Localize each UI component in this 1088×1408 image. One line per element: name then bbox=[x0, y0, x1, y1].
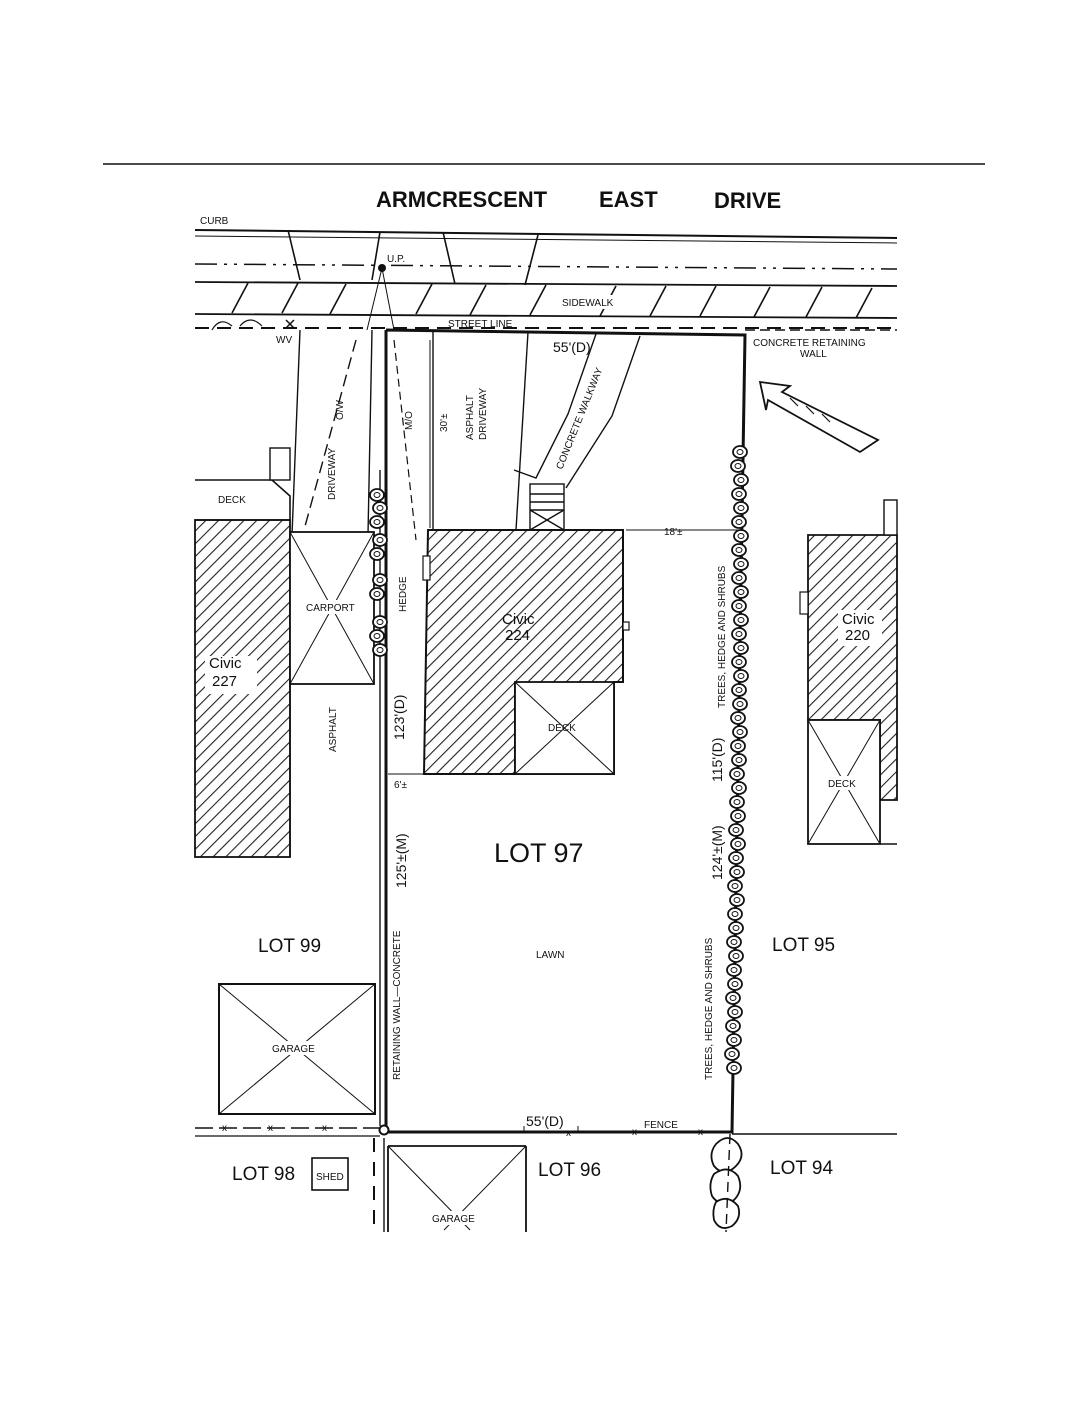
trees-hedge-shrubs-upper: TREES, HEDGE AND SHRUBS bbox=[717, 565, 728, 708]
street-name-part-1: ARMCRESCENT bbox=[376, 187, 548, 212]
sidewalk-edge-bottom bbox=[194, 313, 898, 319]
house-224-bump-left bbox=[422, 555, 431, 581]
driveway-aprons bbox=[287, 229, 539, 286]
asphalt-driveway-edges bbox=[432, 330, 529, 531]
lot-97-label: LOT 97 bbox=[494, 838, 584, 868]
rear-dimension: 55'(D) bbox=[526, 1113, 564, 1129]
utility-pole-label: U.P. bbox=[387, 254, 405, 265]
street-line-label: STREET LINE bbox=[448, 319, 513, 330]
garage-99-label-bg bbox=[268, 1041, 326, 1055]
deck-civic-227 bbox=[195, 479, 291, 521]
civic-227-label-bg bbox=[205, 656, 257, 694]
right-setback-dimension: 18'± bbox=[664, 527, 683, 538]
civic-220-word: Civic bbox=[842, 611, 875, 628]
lot-97-boundary bbox=[384, 328, 747, 1134]
fence-label: FENCE bbox=[644, 1120, 678, 1131]
civic-227-number: 227 bbox=[212, 673, 237, 690]
north-arrow-icon bbox=[758, 380, 880, 454]
civic-220-number: 220 bbox=[845, 627, 870, 644]
sidewalk-label-box bbox=[558, 295, 620, 309]
mto-dash-line bbox=[393, 339, 417, 541]
carport-label: CARPORT bbox=[306, 603, 355, 614]
sidewalk-hatching bbox=[231, 282, 873, 319]
house-220-porch bbox=[883, 499, 898, 536]
deck-224-diagonal-2 bbox=[514, 681, 615, 775]
svg-text:x: x bbox=[222, 1123, 227, 1134]
deck-220-label: DECK bbox=[828, 779, 856, 790]
svg-text:x: x bbox=[268, 1123, 273, 1134]
left-driveway-dash-line bbox=[303, 339, 357, 531]
driveway-left-label: DRIVEWAY bbox=[327, 447, 338, 500]
left-driveway-edges bbox=[291, 329, 373, 536]
lawn-label: LAWN bbox=[536, 950, 565, 961]
garage-96-label: GARAGE bbox=[432, 1214, 475, 1225]
lot-99-label: LOT 99 bbox=[258, 936, 321, 957]
hedge-right bbox=[724, 445, 749, 1075]
hedge-label: HEDGE bbox=[398, 576, 409, 612]
front-setback-dimension: 30'± bbox=[439, 413, 450, 432]
street-name-part-2: EAST bbox=[599, 187, 658, 212]
left-deed-dimension: 123'(D) bbox=[391, 695, 407, 740]
civic-224-word: Civic bbox=[502, 611, 535, 628]
svg-text:x: x bbox=[698, 1127, 703, 1138]
lot-94-label: LOT 94 bbox=[770, 1158, 833, 1179]
left-setback-dimension: 6'± bbox=[394, 780, 407, 791]
shed-label-bg bbox=[314, 1169, 346, 1181]
concrete-walkway bbox=[513, 333, 641, 489]
trees-hedge-shrubs-lower: TREES, HEDGE AND SHRUBS bbox=[704, 937, 715, 1080]
rear-dimension-bracket bbox=[523, 1126, 579, 1132]
asphalt-label: ASPHALT bbox=[328, 707, 339, 752]
civic-220-label-bg bbox=[838, 610, 882, 646]
retaining-wall-concrete-label: RETAINING WALL—CONCRETE bbox=[392, 930, 403, 1080]
street-centerline bbox=[194, 263, 898, 270]
shed-label: SHED bbox=[316, 1172, 344, 1183]
guy-wire-2 bbox=[381, 267, 395, 331]
concrete-retaining-wall-label-2: WALL bbox=[800, 349, 827, 360]
lot-95-label: LOT 95 bbox=[772, 935, 835, 956]
house-224-bump-right bbox=[622, 621, 630, 631]
deck-227-step bbox=[269, 447, 291, 481]
guy-wire bbox=[366, 267, 383, 331]
lot-94-boundary bbox=[725, 1133, 731, 1233]
svg-text:x: x bbox=[322, 1123, 327, 1134]
front-steps bbox=[529, 483, 565, 531]
front-dimension: 55'(D) bbox=[553, 339, 591, 355]
sidewalk-label: SIDEWALK bbox=[562, 298, 614, 309]
right-measured-dimension: 124'±(M) bbox=[709, 825, 725, 880]
house-220-bump bbox=[799, 591, 809, 615]
garage-lot-96 bbox=[387, 1145, 527, 1232]
curb-line-inner bbox=[194, 235, 898, 244]
curb-return-left bbox=[211, 319, 263, 331]
street-name-part-3: DRIVE bbox=[714, 188, 781, 213]
sidewalk-edge-top bbox=[194, 281, 898, 287]
lot-96-label: LOT 96 bbox=[538, 1160, 601, 1181]
svg-text:x: x bbox=[632, 1127, 637, 1138]
garage-96-label-bg bbox=[428, 1211, 486, 1225]
civic-224-number: 224 bbox=[505, 627, 530, 644]
deck-220-label-bg bbox=[824, 776, 864, 790]
right-deed-dimension: 115'(D) bbox=[709, 738, 725, 782]
lot-98-label: LOT 98 bbox=[232, 1164, 295, 1185]
water-valve-icon bbox=[285, 319, 295, 329]
concrete-retaining-wall-label-1: CONCRETE RETAINING bbox=[753, 338, 866, 349]
trees-lower-right bbox=[709, 1137, 743, 1229]
iron-bar-icon bbox=[378, 1124, 390, 1136]
left-measured-dimension: 125'±(M) bbox=[393, 833, 409, 888]
civic-227-word: Civic bbox=[209, 655, 242, 672]
asphalt-driveway-label-2: DRIVEWAY bbox=[478, 387, 489, 440]
deck-224-label: DECK bbox=[548, 723, 576, 734]
curb-label: CURB bbox=[200, 216, 229, 227]
svg-text:x: x bbox=[566, 1128, 571, 1139]
carport-label-bg bbox=[302, 600, 362, 614]
deck-227-label: DECK bbox=[218, 495, 246, 506]
garage-99-label: GARAGE bbox=[272, 1044, 315, 1055]
asphalt-driveway-label-1: ASPHALT bbox=[465, 395, 476, 440]
concrete-walkway-label: CONCRETE WALKWAY bbox=[555, 366, 606, 471]
mto-label: M/O bbox=[404, 411, 415, 430]
driveway-left-mark: O/W bbox=[335, 399, 346, 420]
curb-line bbox=[194, 229, 898, 239]
water-valve-label: WV bbox=[276, 335, 292, 346]
